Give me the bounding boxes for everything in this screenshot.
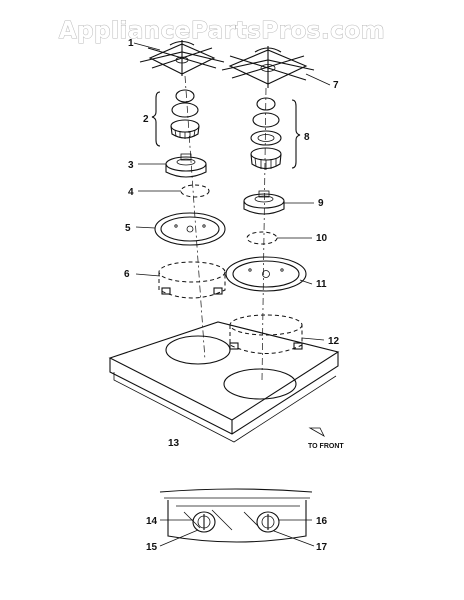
bracket-2 bbox=[151, 91, 161, 147]
callout-labels: 1 2 3 4 5 6 7 8 9 10 11 12 13 14 15 16 1… bbox=[124, 38, 344, 553]
bracket-8 bbox=[291, 99, 301, 169]
right-drip-bowl bbox=[225, 256, 307, 292]
callout-9: 9 bbox=[318, 198, 324, 209]
callout-3: 3 bbox=[128, 160, 134, 171]
callout-4: 4 bbox=[128, 187, 134, 198]
right-burner-head bbox=[250, 147, 282, 170]
callout-12: 12 bbox=[328, 336, 340, 347]
left-grate bbox=[139, 40, 225, 76]
left-burner-base bbox=[165, 153, 207, 178]
right-grate bbox=[221, 46, 315, 88]
callout-15: 15 bbox=[146, 542, 158, 553]
callout-8: 8 bbox=[304, 132, 310, 143]
left-burner-cap bbox=[171, 102, 199, 118]
watermark-text: AppliancePartsPros.com bbox=[59, 18, 385, 44]
callout-2: 2 bbox=[143, 114, 149, 125]
to-front-label: TO FRONT bbox=[308, 443, 344, 450]
control-panel bbox=[159, 488, 313, 543]
callout-6: 6 bbox=[124, 269, 130, 280]
cooktop bbox=[108, 321, 340, 443]
callout-16: 16 bbox=[316, 516, 328, 527]
callout-1: 1 bbox=[128, 38, 134, 49]
callout-5: 5 bbox=[125, 223, 131, 234]
callout-13: 13 bbox=[168, 438, 180, 449]
right-burner-insert bbox=[250, 130, 282, 146]
left-burner-head bbox=[170, 119, 200, 139]
callout-10: 10 bbox=[316, 233, 328, 244]
right-burner-cap bbox=[252, 112, 280, 128]
leader-lines bbox=[133, 42, 331, 547]
left-burner-cap-small bbox=[175, 89, 195, 103]
right-control-knob bbox=[256, 511, 280, 533]
callout-14: 14 bbox=[146, 516, 158, 527]
callout-17: 17 bbox=[316, 542, 328, 553]
callout-7: 7 bbox=[333, 80, 339, 91]
left-burner-stack bbox=[139, 40, 226, 361]
left-control-knob bbox=[192, 511, 216, 533]
left-burner-box bbox=[158, 261, 226, 299]
right-orifice-ring bbox=[246, 231, 278, 245]
right-burner-stack bbox=[221, 46, 315, 381]
callout-11: 11 bbox=[316, 279, 327, 290]
left-drip-bowl bbox=[154, 212, 226, 246]
left-orifice-ring bbox=[180, 184, 210, 198]
